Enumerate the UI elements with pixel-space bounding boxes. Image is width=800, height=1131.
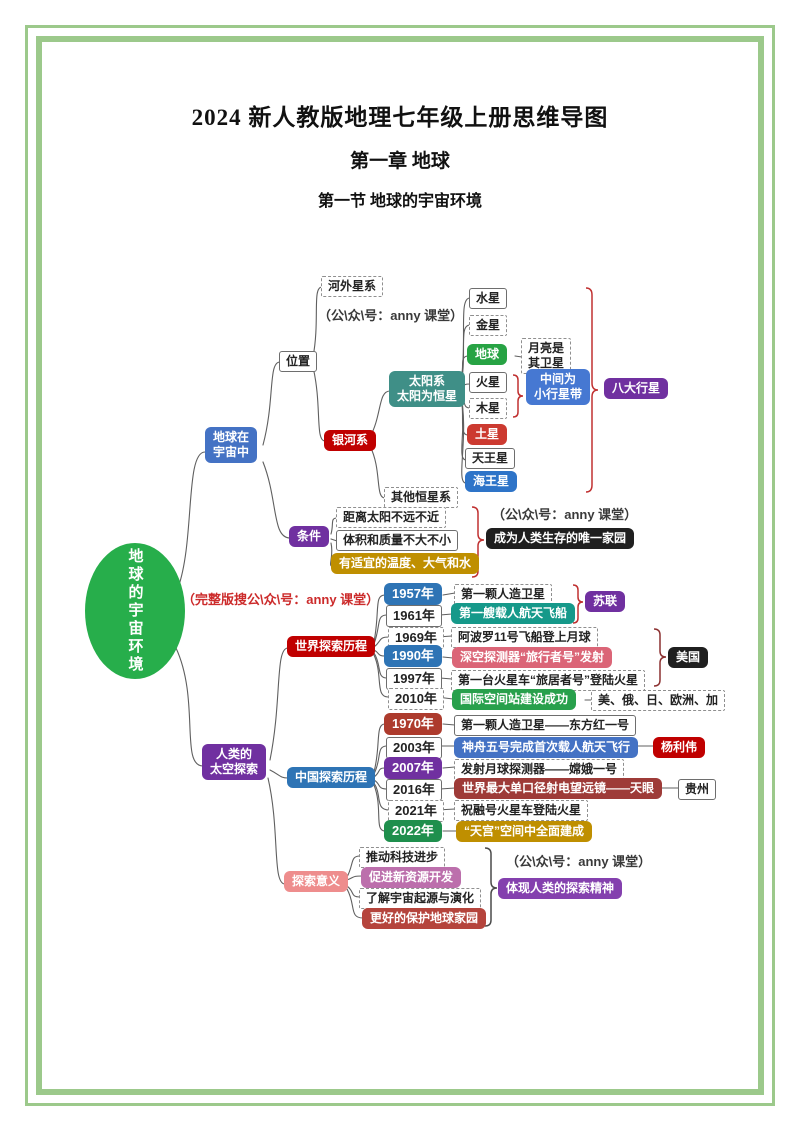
watermark-mid: （公\众\号：anny 课堂） xyxy=(492,507,638,522)
node-year-2003: 2003年 xyxy=(386,737,442,760)
node-position: 位置 xyxy=(279,351,318,372)
node-2022-desc: “天宫”空间中全面建成 xyxy=(456,821,593,842)
node-year-1957: 1957年 xyxy=(384,583,442,606)
node-significance: 探索意义 xyxy=(284,871,349,892)
section-title: 第一节 地球的宇宙环境 xyxy=(317,193,482,210)
node-year-2021: 2021年 xyxy=(388,800,444,823)
node-world-history: 世界探索历程 xyxy=(287,636,376,657)
node-year-2010: 2010年 xyxy=(388,688,444,711)
node-2016-desc: 世界最大单口径射电望远镜——天眼 xyxy=(454,778,663,799)
node-iss-countries: 美、俄、日、欧洲、加 xyxy=(591,690,726,711)
node-venus: 金星 xyxy=(469,315,508,336)
node-sig-resource: 促进新资源开发 xyxy=(361,867,462,888)
node-jupiter: 木星 xyxy=(469,398,508,419)
node-moon-note: 月亮是 其卫星 xyxy=(521,338,572,374)
asteroid-belt-brace xyxy=(512,374,524,418)
conditions-brace xyxy=(471,506,485,578)
node-sig-spirit: 体现人类的探索精神 xyxy=(498,878,623,899)
significance-brace xyxy=(484,847,498,927)
node-mars: 火星 xyxy=(469,372,508,393)
chapter-title: 第一章 地球 xyxy=(350,151,450,172)
brace-marks xyxy=(471,287,667,927)
node-year-1997: 1997年 xyxy=(386,668,442,691)
node-2007-desc: 发射月球探测器——嫦娥一号 xyxy=(454,759,625,780)
node-neptune: 海王星 xyxy=(465,471,518,492)
node-ussr: 苏联 xyxy=(585,591,626,612)
node-year-2022: 2022年 xyxy=(384,820,442,843)
node-year-1961: 1961年 xyxy=(386,605,442,628)
node-1990-desc: 深空探测器“旅行者号”发射 xyxy=(452,647,613,668)
node-1969-desc: 阿波罗11号飞船登上月球 xyxy=(451,627,598,648)
node-1957-desc: 第一颗人造卫星 xyxy=(454,584,553,605)
node-year-1970: 1970年 xyxy=(384,713,442,736)
node-2003-desc: 神舟五号完成首次载人航天飞行 xyxy=(454,737,639,758)
watermark-bottom: （公\众\号：anny 课堂） xyxy=(506,854,652,869)
node-only-home: 成为人类生存的唯一家园 xyxy=(486,528,635,549)
node-solar-system: 太阳系 太阳为恒星 xyxy=(389,371,466,407)
node-space-exploration: 人类的 太空探索 xyxy=(202,744,267,780)
node-saturn: 土星 xyxy=(467,424,508,445)
node-milky-way: 银河系 xyxy=(324,430,377,451)
node-year-2016: 2016年 xyxy=(386,779,442,802)
node-guizhou: 贵州 xyxy=(678,779,717,800)
connector-lines xyxy=(175,286,679,919)
ussr-brace xyxy=(572,584,584,624)
root-node: 地球的宇宙环境 xyxy=(85,543,185,679)
node-other-star-systems: 其他恒星系 xyxy=(384,487,459,508)
planets-brace xyxy=(585,287,599,493)
node-earth: 地球 xyxy=(467,344,508,365)
usa-brace xyxy=(653,628,667,687)
node-china-history: 中国探索历程 xyxy=(287,767,376,788)
node-1961-desc: 第一艘载人航天飞船 xyxy=(451,603,576,624)
watermark-top: （公\众\号：anny 课堂） xyxy=(318,308,464,323)
node-cond-distance: 距离太阳不远不近 xyxy=(336,507,447,528)
node-sig-tech: 推动科技进步 xyxy=(359,847,446,868)
node-eight-planets: 八大行星 xyxy=(604,378,669,399)
node-usa: 美国 xyxy=(668,647,709,668)
node-mercury: 水星 xyxy=(469,288,508,309)
node-extragalactic: 河外星系 xyxy=(321,276,384,297)
node-earth-in-universe: 地球在 宇宙中 xyxy=(205,427,258,463)
node-condition: 条件 xyxy=(289,526,330,547)
node-2021-desc: 祝融号火星车登陆火星 xyxy=(454,800,589,821)
node-year-1990: 1990年 xyxy=(384,645,442,668)
node-2010-desc: 国际空间站建设成功 xyxy=(452,689,577,710)
node-asteroid-belt: 中间为 小行星带 xyxy=(526,369,591,405)
watermark-red: （完整版搜公\众\号：anny 课堂） xyxy=(182,592,380,607)
node-sig-protect: 更好的保护地球家园 xyxy=(362,908,487,929)
page-title: 2024 新人教版地理七年级上册思维导图 xyxy=(191,105,609,130)
node-sig-origin: 了解宇宙起源与演化 xyxy=(359,888,482,909)
node-year-2007: 2007年 xyxy=(384,757,442,780)
root-node-label: 地球的宇宙环境 xyxy=(126,548,144,674)
node-1997-desc: 第一台火星车“旅居者号”登陆火星 xyxy=(451,670,646,691)
node-cond-size: 体积和质量不大不小 xyxy=(336,530,459,551)
node-1970-desc: 第一颗人造卫星——东方红一号 xyxy=(454,715,637,736)
node-cond-environment: 有适宜的温度、大气和水 xyxy=(331,553,480,574)
node-yang-liwei: 杨利伟 xyxy=(653,737,706,758)
node-uranus: 天王星 xyxy=(465,448,516,469)
